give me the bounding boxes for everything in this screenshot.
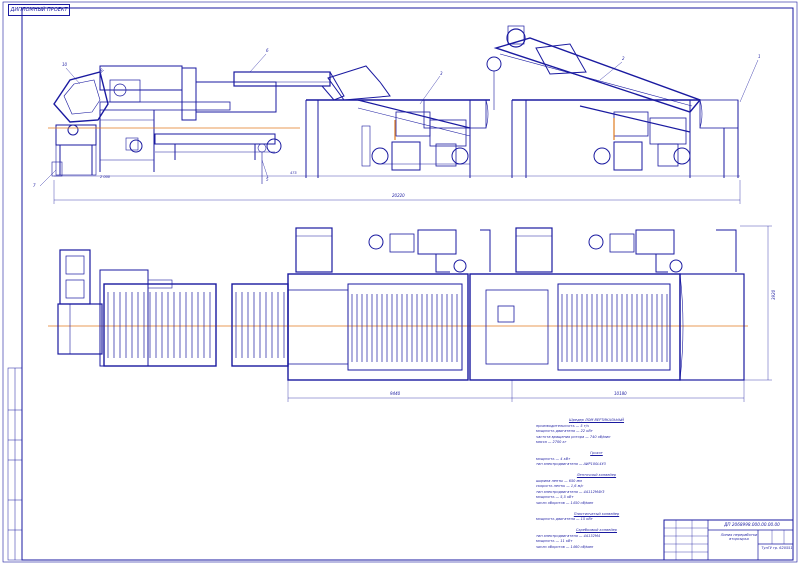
- note-title: Пластинчатый конвейер: [573, 511, 620, 516]
- bucket-elevator: [486, 25, 702, 113]
- pos-number: 1: [758, 54, 761, 59]
- pos-number: 3: [440, 71, 443, 76]
- transfer-conveyor: [233, 71, 345, 101]
- shredder: [51, 71, 109, 177]
- note-title: Грохот: [590, 451, 603, 455]
- belt-conveyor-1: [154, 133, 282, 184]
- leader-lines: [39, 53, 759, 187]
- note-line: мощность — 11 кВт: [536, 539, 573, 543]
- dim-side-total: 20220: [392, 193, 405, 198]
- note-line: мощность — 5,5 кВт: [536, 495, 574, 499]
- pos-number: 2: [622, 56, 625, 61]
- note-line: тип электродвигателя — АИР100L4У3: [536, 462, 606, 466]
- feed-conveyor-frame: [99, 65, 277, 172]
- note-title: Скребковый конвейер: [576, 528, 617, 532]
- pos-number: 6: [266, 48, 269, 53]
- note-line: скорость ленты — 1,6 м/с: [536, 484, 584, 488]
- note-title: Ленточный конвейер: [576, 473, 617, 477]
- note-line: масса — 2700 кг: [536, 440, 567, 444]
- note-line: мощность двигателя — 22 кВт: [536, 429, 593, 433]
- note-title: Шредер ЛОМ ВЕРТИКАЛЬНЫЙ: [568, 418, 625, 422]
- screen-2-plan: [469, 227, 737, 381]
- pos-number: 9: [100, 68, 103, 73]
- binding-strip: [7, 367, 23, 561]
- screen-1: [305, 65, 490, 178]
- dim-plan-left: 9440: [390, 391, 401, 396]
- note-line: число оборотов — 1460 об/мин: [536, 544, 594, 549]
- note-line: мощность двигателя — 15 кВт: [536, 517, 593, 521]
- note-line: производительность — 5 т/ч: [536, 423, 589, 428]
- dim-plan-right: 10180: [614, 391, 627, 396]
- side-conveyor-sections: [423, 99, 739, 178]
- title-block: [663, 519, 794, 561]
- note-line: тип электродвигателя — 4А112М4У3: [536, 489, 605, 494]
- screen-1-plan: [287, 227, 469, 381]
- pos-number: 7: [33, 183, 36, 188]
- pos-number: 10: [62, 62, 68, 67]
- organization: ТулГУ гр. 620551: [761, 546, 793, 550]
- technical-notes: Шредер ЛОМ ВЕРТИКАЛЬНЫЙ производительнос…: [534, 418, 659, 549]
- shredder-plan: [57, 249, 149, 367]
- inner-frame: [21, 7, 794, 561]
- conveyor-slats: [107, 292, 668, 362]
- note-line: частота вращения ротора — 740 об/мин: [536, 434, 611, 439]
- note-line: число оборотов — 1450 об/мин: [536, 500, 594, 505]
- dim-plan-height: 3920: [771, 289, 776, 300]
- dim-side-small: 475: [290, 171, 297, 175]
- corner-tag: ДИПЛОМНЫЙ ПРОЕКТ: [8, 4, 70, 16]
- screen-2: [511, 99, 700, 178]
- drawing-name: Линия переработки вторсырья: [720, 533, 758, 541]
- note-line: тип электродвигателя — 4А132М4: [536, 533, 601, 538]
- note-line: мощность — 4 кВт: [536, 456, 571, 461]
- dim-side-small: 2 000: [100, 175, 111, 179]
- document-code: ДП 2068998.000.00.00.00: [724, 522, 780, 527]
- side-view: [39, 25, 759, 204]
- plan-dimensions: [287, 225, 772, 402]
- belt-conveyor-plan: [103, 279, 217, 367]
- plan-view: [57, 225, 772, 402]
- end-conveyor-plan: [679, 273, 745, 381]
- note-line: ширина ленты — 650 мм: [536, 478, 582, 483]
- pos-number: 5: [266, 177, 269, 182]
